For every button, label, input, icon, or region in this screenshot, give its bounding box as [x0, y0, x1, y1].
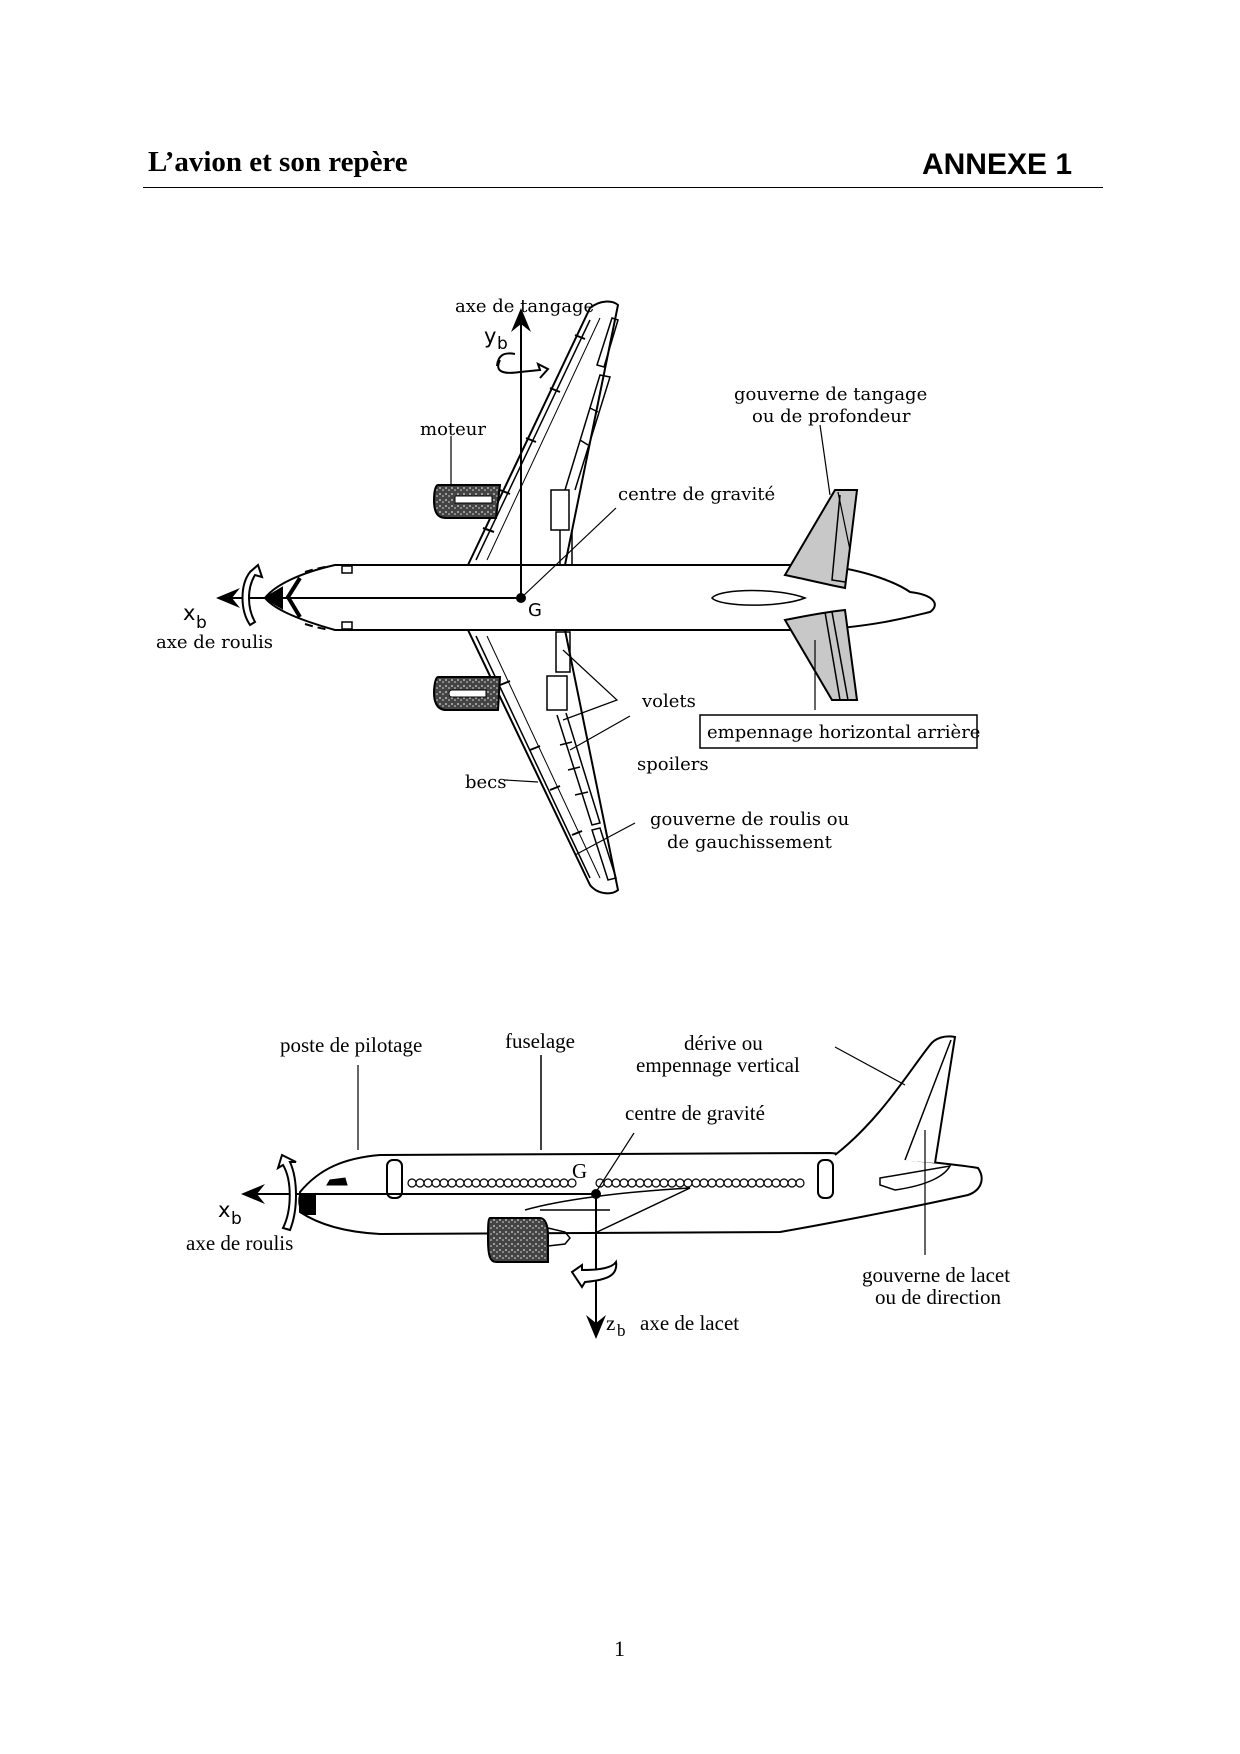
aileron-label-line2: de gauchissement — [667, 832, 833, 853]
horizontal-tail-label-box — [699, 714, 978, 749]
side-view-diagram — [241, 1035, 983, 1339]
elevator-label-line1: gouverne de tangage — [734, 384, 927, 405]
side-cg-symbol: G — [572, 1159, 587, 1183]
top-roll-axis-label: axe de roulis — [156, 632, 273, 653]
aileron-label-line1: gouverne de roulis ou — [650, 809, 849, 830]
side-nose-cone — [298, 1192, 316, 1215]
top-cg-symbol: G — [528, 600, 542, 621]
fuselage-label: fuselage — [505, 1029, 575, 1053]
side-cg-label: centre de gravité — [625, 1101, 765, 1125]
horizontal-tail-label: empennage horizontal arrière — [707, 722, 980, 743]
side-engine — [486, 1217, 549, 1263]
top-right-wing — [466, 629, 620, 895]
top-horizontal-tail-upper — [783, 489, 859, 590]
fin-label-line1: dérive ou — [684, 1031, 763, 1055]
flaps-label: volets — [641, 691, 696, 712]
y-axis-subscript: b — [497, 334, 508, 354]
rudder-label-line1: gouverne de lacet — [862, 1263, 1010, 1287]
side-x-axis-subscript: b — [231, 1209, 242, 1229]
spoilers-label: spoilers — [637, 754, 709, 775]
cockpit-label: poste de pilotage — [280, 1033, 422, 1057]
side-roll-axis-label: axe de roulis — [186, 1231, 293, 1255]
top-cg-label: centre de gravité — [618, 484, 775, 505]
side-x-axis-symbol: x — [218, 1198, 230, 1222]
engine-label: moteur — [420, 419, 486, 440]
page-title: L’avion et son repère — [148, 146, 408, 178]
elevator-label-line2: ou de profondeur — [752, 406, 911, 427]
y-axis-symbol: y — [484, 324, 496, 348]
top-x-axis-symbol: x — [183, 601, 195, 625]
annex-label: ANNEXE 1 — [921, 148, 1072, 181]
pitch-axis-label: axe de tangage — [455, 296, 594, 317]
slats-label: becs — [465, 772, 507, 793]
yaw-axis-label: axe de lacet — [640, 1311, 739, 1335]
page-number: 1 — [614, 1636, 625, 1661]
side-fuselage — [299, 1151, 983, 1236]
top-x-axis-subscript: b — [196, 613, 207, 633]
header-rule — [143, 187, 1103, 188]
fin-label-line2: empennage vertical — [636, 1053, 800, 1077]
side-vertical-fin — [834, 1035, 957, 1164]
top-view-diagram — [216, 300, 936, 895]
z-axis-symbol: z — [606, 1311, 615, 1335]
cabin-windows — [407, 1178, 805, 1188]
z-axis-subscript: b — [617, 1321, 626, 1340]
top-horizontal-tail-lower — [783, 608, 859, 701]
rudder-label-line2: ou de direction — [875, 1285, 1001, 1309]
